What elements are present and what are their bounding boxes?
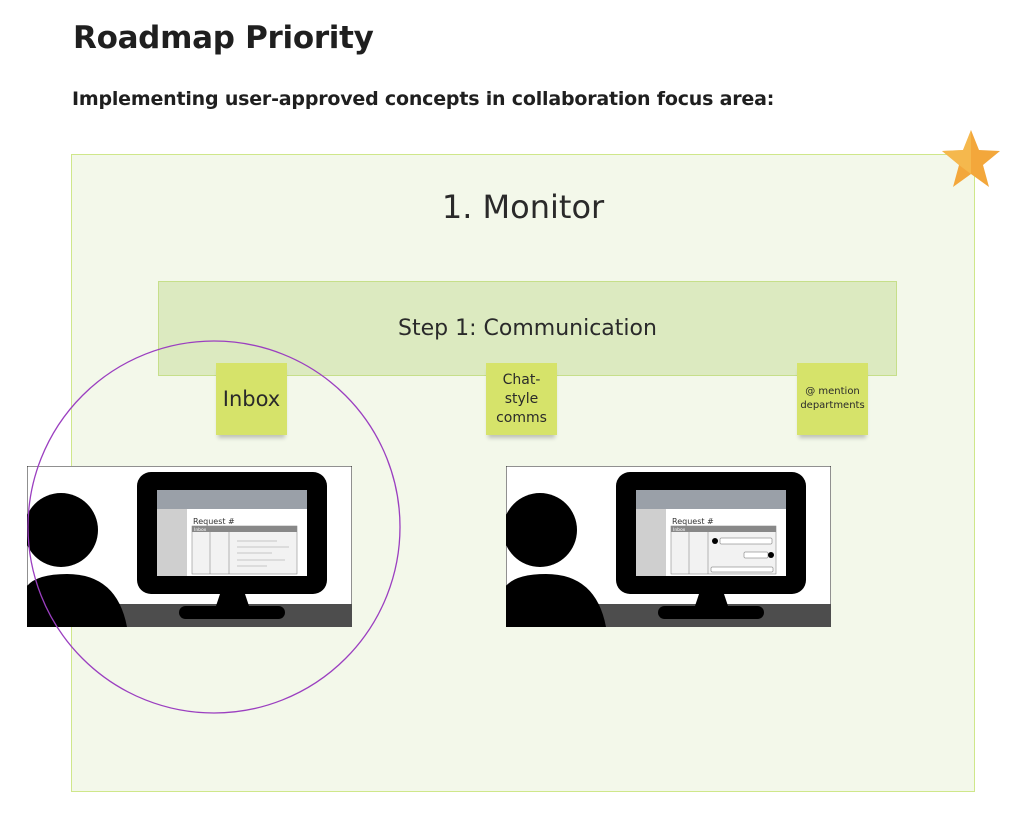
step-title: Step 1: Communication <box>398 316 657 341</box>
page-title: Roadmap Priority <box>73 20 374 56</box>
sticky-label: @ mention departments <box>800 386 865 411</box>
sticky-chat-style-comms[interactable]: Chat- style comms <box>486 363 557 435</box>
step-banner: Step 1: Communication <box>158 281 897 376</box>
screen-title: Request # <box>672 517 714 526</box>
user-at-computer-illustration-chat: Request # Inbox <box>506 466 831 627</box>
page-subtitle: Implementing user-approved concepts in c… <box>72 88 775 110</box>
sticky-mention-departments[interactable]: @ mention departments <box>797 363 868 435</box>
star-icon <box>942 130 1000 187</box>
user-at-computer-illustration-inbox: Request # Inbox <box>27 466 352 627</box>
sticky-label: Chat- style comms <box>496 371 547 426</box>
screen-title: Request # <box>193 517 235 526</box>
section-title: 1. Monitor <box>441 188 605 226</box>
panel-label: Inbox <box>194 527 207 533</box>
panel-label: Inbox <box>673 527 686 533</box>
sticky-inbox[interactable]: Inbox <box>216 363 287 435</box>
sticky-label: Inbox <box>222 387 281 411</box>
